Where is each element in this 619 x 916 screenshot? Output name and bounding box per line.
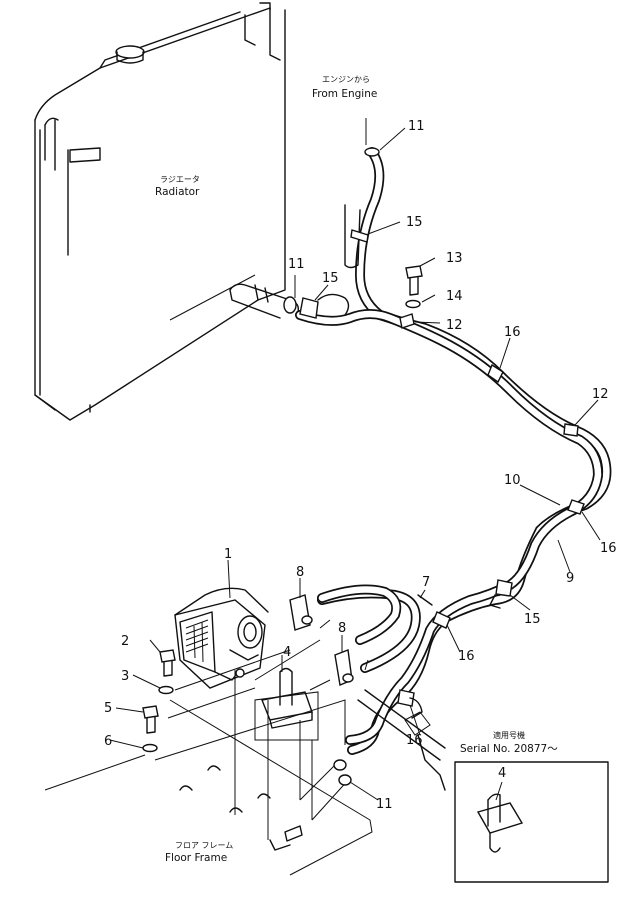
callout-13: 13: [446, 251, 463, 266]
washer-14: [405, 299, 421, 309]
fitting-11-top: [364, 147, 380, 157]
callout-4-inset: 4: [498, 766, 506, 781]
serial-jp-label: 適用号機: [493, 730, 525, 740]
inset-frame: [454, 761, 609, 883]
radiator-jp-label: ラジエータ: [160, 175, 200, 184]
heater-unit: [174, 587, 269, 689]
text-labels: エンジンから From Engine ラジエータ Radiator フロア フレ…: [155, 75, 558, 864]
floor-frame: [179, 689, 446, 851]
brackets: [261, 594, 354, 729]
callout-2: 2: [121, 634, 129, 649]
radiator-label: Radiator: [155, 186, 200, 198]
callout-12b: 12: [592, 387, 609, 402]
callout-8b: 8: [338, 621, 346, 636]
radiator-fittings: [283, 293, 350, 319]
part-callouts: 1 2 3 4 4 5 6 7 8 8 9 10 11 11 11 12 12 …: [104, 119, 617, 812]
callout-11-top: 11: [408, 119, 425, 134]
callout-9: 9: [566, 571, 574, 586]
callout-11-mid: 11: [288, 257, 305, 272]
radiator-cap: [115, 45, 145, 59]
callout-5: 5: [104, 701, 112, 716]
leader-lines: [44, 274, 373, 876]
callout-15a: 15: [406, 215, 423, 230]
callout-11-bottom: 11: [376, 797, 393, 812]
bolt-13: [405, 265, 423, 309]
floor-frame-label: Floor Frame: [165, 852, 227, 864]
callout-14: 14: [446, 289, 463, 304]
callout-1: 1: [224, 547, 232, 562]
callout-7: 7: [422, 575, 430, 590]
callout-15b: 15: [322, 271, 339, 286]
callout-6: 6: [104, 734, 112, 749]
from-engine-label: From Engine: [312, 88, 377, 100]
callout-16b: 16: [600, 541, 617, 556]
callout-leaders: [109, 118, 601, 801]
callout-16c: 16: [458, 649, 475, 664]
callout-15c: 15: [524, 612, 541, 627]
nuts-11: [333, 759, 352, 786]
clamps: [344, 147, 585, 719]
callout-12a: 12: [446, 318, 463, 333]
hose-7: [317, 584, 433, 673]
serial-inset: [454, 761, 609, 883]
serial-label: Serial No. 20877～: [460, 743, 558, 755]
radiator: [34, 2, 300, 421]
callout-16a: 16: [504, 325, 521, 340]
callout-4: 4: [283, 645, 291, 660]
fasteners-left: [142, 649, 176, 753]
floor-frame-jp-label: フロア フレーム: [175, 841, 233, 850]
callout-16d: 16: [406, 733, 423, 748]
callout-10: 10: [504, 473, 521, 488]
callout-8a: 8: [296, 565, 304, 580]
from-engine-jp-label: エンジンから: [322, 75, 370, 84]
callout-3: 3: [121, 669, 129, 684]
